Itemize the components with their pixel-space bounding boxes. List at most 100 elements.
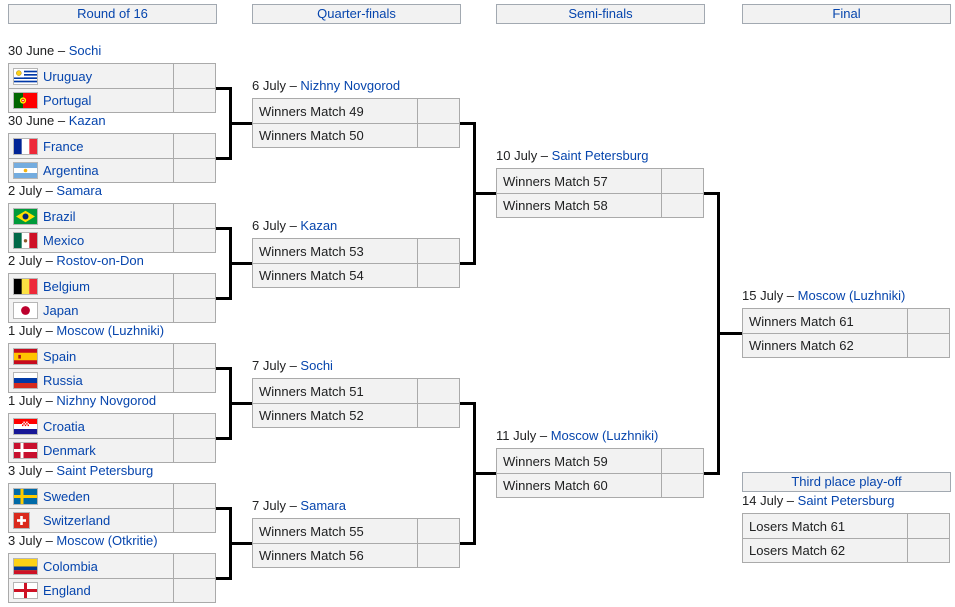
venue-link[interactable]: Moscow (Luzhniki) [550,428,659,443]
venue-link[interactable]: Nizhny Novgorod [300,78,401,93]
round-header-semi-finals: Semi-finals [496,4,705,24]
bracket-slot: Switzerland [9,508,215,532]
bracket-slot: Uruguay [9,64,215,88]
team-link[interactable]: France [43,138,84,154]
score-cell [173,369,215,392]
bracket-slot: Winners Match 60 [497,473,703,497]
score-cell [661,474,703,497]
match-date: 14 July – Saint Petersburg [742,492,895,509]
match-date-text: 30 June – [8,43,69,58]
bracket-slot: Losers Match 61 [743,514,949,538]
score-cell [173,204,215,228]
bracket-slot: Winners Match 58 [497,193,703,217]
flag-japan-icon [13,302,38,319]
final-link[interactable]: Final [832,6,861,21]
bracket-slot: Winners Match 56 [253,543,459,567]
team-link[interactable]: Russia [43,373,83,388]
team-link[interactable]: Sweden [43,488,90,504]
venue-link[interactable]: Saint Petersburg [56,463,154,478]
team-link[interactable]: Japan [43,303,79,318]
venue-link[interactable]: Saint Petersburg [797,493,895,508]
placeholder-label: Winners Match 51 [259,383,364,399]
team-link[interactable]: Portugal [43,93,92,108]
flag-colombia-icon [13,557,38,575]
team-link[interactable]: Switzerland [43,513,111,528]
score-cell [907,309,949,333]
connector-line [473,192,496,195]
placeholder-label: Losers Match 62 [749,543,846,558]
bracket-slot: Winners Match 49 [253,99,459,123]
round-of-16-link[interactable]: Round of 16 [77,6,148,21]
team-link[interactable]: Denmark [43,443,96,458]
bracket-slot: Colombia [9,554,215,578]
match-date-text: 6 July – [252,218,301,233]
venue-link[interactable]: Nizhny Novgorod [56,393,157,408]
match-date-text: 14 July – [742,493,798,508]
team-link[interactable]: England [43,583,91,598]
bracket-slot: Mexico [9,228,215,252]
venue-link[interactable]: Samara [300,498,346,513]
placeholder-label: Winners Match 54 [259,268,364,283]
match-date-text: 1 July – [8,323,57,338]
match-date: 7 July – Samara [252,497,346,514]
flag-belgium-icon [13,277,38,295]
bracket-slot: France [9,134,215,158]
team-link[interactable]: Mexico [43,233,85,248]
venue-link[interactable]: Rostov-on-Don [56,253,144,268]
venue-link[interactable]: Saint Petersburg [551,148,649,163]
semi-finals-link[interactable]: Semi-finals [568,6,633,21]
team-link[interactable]: Belgium [43,278,90,294]
team-link[interactable]: Uruguay [43,68,93,84]
score-cell [417,519,459,543]
venue-link[interactable]: Sochi [68,43,102,58]
flag-switzerland-icon [13,512,38,529]
venue-link[interactable]: Moscow (Luzhniki) [56,323,165,338]
third-place-link[interactable]: Third place play-off [791,474,902,489]
score-cell [661,169,703,193]
venue-link[interactable]: Kazan [300,218,338,233]
quarter-finals-link[interactable]: Quarter-finals [317,6,396,21]
connector-line [717,332,742,335]
score-cell [907,334,949,357]
score-cell [173,579,215,602]
match-date: 10 July – Saint Petersburg [496,147,649,164]
score-cell [173,554,215,578]
match-date-text: 2 July – [8,253,57,268]
team-link[interactable]: Croatia [43,418,85,434]
score-cell [173,509,215,532]
placeholder-label: Winners Match 53 [259,243,364,259]
bracket-slot: Croatia [9,414,215,438]
placeholder-label: Winners Match 58 [503,198,608,213]
match-date: 2 July – Samara [8,182,102,199]
connector-line [216,437,232,440]
bracket-slot: Winners Match 61 [743,309,949,333]
flag-mexico-icon [13,232,38,249]
connector-line [229,122,252,125]
flag-denmark-icon [13,442,38,459]
team-link[interactable]: Colombia [43,558,98,574]
score-cell [661,194,703,217]
connector-line [216,227,232,230]
venue-link[interactable]: Samara [56,183,102,198]
team-link[interactable]: Spain [43,348,77,364]
match-date: 3 July – Saint Petersburg [8,462,153,479]
match-date: 30 June – Sochi [8,42,101,59]
bracket-slot: Winners Match 62 [743,333,949,357]
match-date-text: 2 July – [8,183,57,198]
score-cell [661,449,703,473]
venue-link[interactable]: Moscow (Luzhniki) [797,288,906,303]
venue-link[interactable]: Moscow (Otkritie) [56,533,158,548]
venue-link[interactable]: Kazan [68,113,106,128]
team-link[interactable]: Argentina [43,163,99,178]
team-link[interactable]: Brazil [43,208,76,224]
score-cell [173,274,215,298]
bracket-slot: Japan [9,298,215,322]
venue-link[interactable]: Sochi [300,358,333,373]
match-date: 1 July – Nizhny Novgorod [8,392,156,409]
